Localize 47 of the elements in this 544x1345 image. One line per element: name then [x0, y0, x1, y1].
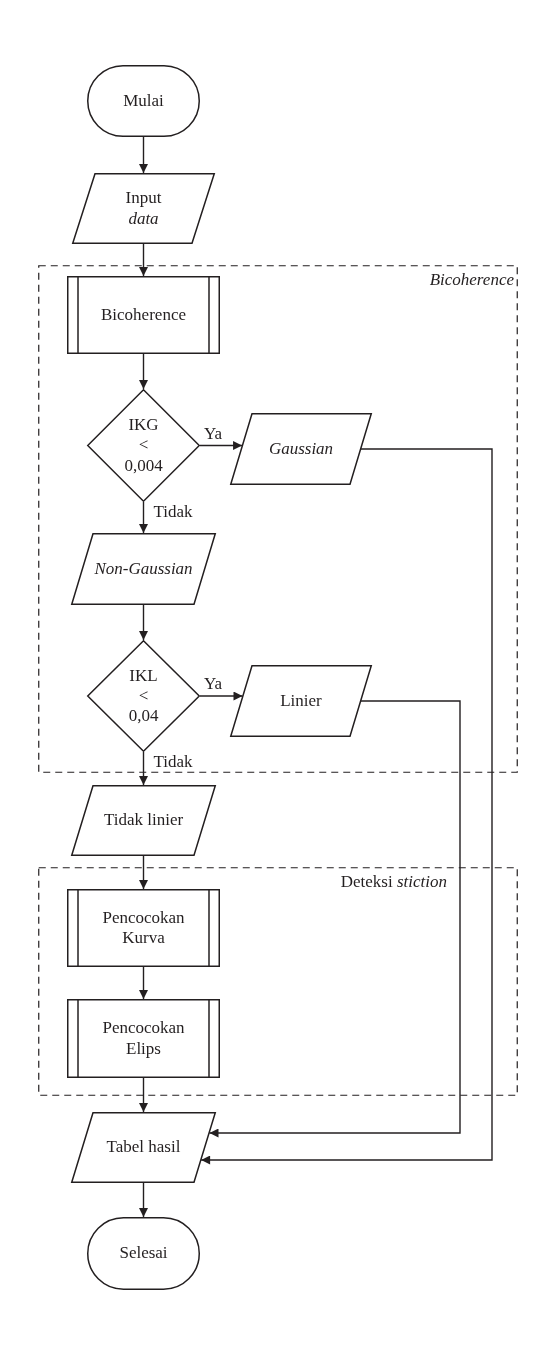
terminator-shape [87, 65, 200, 137]
condition-label: IKG < 0,004 [124, 415, 163, 476]
decision-diamond [87, 640, 200, 752]
flow-arrow [139, 1077, 148, 1113]
region-label: Deteksi stiction [340, 873, 447, 892]
flow-arrow [200, 448, 493, 1165]
step-label: Pencocokan Elips [102, 1018, 185, 1059]
step-label: Tabel hasil [106, 1137, 181, 1158]
step-label: Bicoherence [101, 304, 186, 325]
data-parallelogram [230, 413, 372, 485]
step-label: Pencocokan Kurva [102, 907, 185, 949]
flow-arrow [139, 501, 148, 534]
flow-arrow [139, 751, 148, 786]
flow-arrow [208, 700, 461, 1138]
region-label: Bicoherence [429, 271, 514, 290]
dashed-region [38, 867, 518, 1096]
flow-arrow [139, 243, 148, 277]
flow-arrow [139, 966, 148, 1000]
flow-arrow [139, 1182, 148, 1218]
decision-diamond [87, 389, 200, 502]
edge-label: Tidak [153, 503, 193, 520]
flow-arrow [139, 855, 148, 890]
step-label: Gaussian [268, 438, 334, 459]
data-parallelogram [72, 173, 215, 244]
step-label: Selesai [119, 1243, 168, 1264]
step-label: Linier [280, 690, 322, 711]
flow-arrow [139, 136, 148, 174]
predefined-process-box [67, 889, 220, 967]
predefined-process-box [67, 276, 220, 354]
edge-label: Ya [204, 675, 223, 692]
terminator-shape [87, 1217, 200, 1290]
edge-label: Tidak [153, 753, 193, 770]
dashed-region [38, 265, 518, 773]
flow-arrow [199, 441, 243, 450]
step-label: Input data [125, 188, 162, 229]
data-parallelogram [71, 533, 216, 605]
step-label: Mulai [123, 90, 164, 111]
data-parallelogram [71, 785, 216, 856]
flow-arrow [199, 691, 244, 701]
predefined-process-box [67, 999, 220, 1078]
step-label: Non-Gaussian [94, 558, 193, 579]
data-parallelogram [230, 665, 372, 737]
step-label: Tidak linier [103, 810, 184, 831]
data-parallelogram [71, 1112, 216, 1183]
flow-arrow [139, 604, 148, 641]
flow-arrow [139, 353, 148, 390]
condition-label: IKL < 0,04 [128, 665, 159, 727]
